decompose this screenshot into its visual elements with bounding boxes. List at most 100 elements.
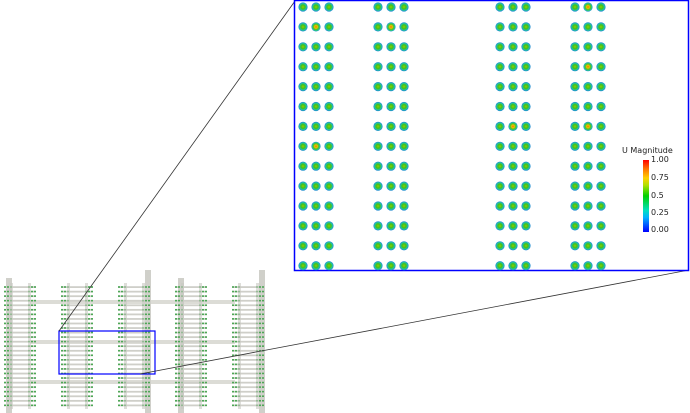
velocity-probe-dot xyxy=(583,2,593,12)
rail-rod xyxy=(232,354,264,357)
probe-point xyxy=(202,381,204,384)
zoomed-inset-frame xyxy=(293,0,690,272)
probe-point xyxy=(178,304,180,306)
probe-point xyxy=(205,304,207,306)
probe-point xyxy=(148,313,150,316)
velocity-probe-dot xyxy=(508,82,518,92)
probe-point xyxy=(31,377,33,379)
rail-rod xyxy=(4,299,36,302)
rail-rod xyxy=(175,354,207,357)
probe-point xyxy=(118,386,120,388)
velocity-probe-dot xyxy=(386,221,396,231)
rail-rod xyxy=(118,377,150,379)
velocity-probe-dot xyxy=(495,241,505,251)
probe-point xyxy=(88,386,90,388)
velocity-probe-dot xyxy=(508,161,518,171)
velocity-probe-dot xyxy=(596,42,606,52)
probe-point xyxy=(259,299,261,302)
probe-point xyxy=(259,336,261,338)
probe-point xyxy=(175,340,177,343)
rail-rod xyxy=(4,359,36,361)
cross-beam xyxy=(30,300,235,304)
rail-rod xyxy=(118,318,150,320)
probe-point xyxy=(232,377,234,379)
rail-rod xyxy=(118,390,150,393)
rail-rod xyxy=(61,404,93,407)
probe-point xyxy=(121,331,123,334)
probe-point xyxy=(262,318,264,320)
probe-point xyxy=(31,295,33,297)
velocity-probe-dot xyxy=(596,22,606,32)
group-stringer xyxy=(256,283,259,409)
probe-point xyxy=(259,327,261,329)
velocity-probe-dot xyxy=(521,42,531,52)
rail-rod xyxy=(4,304,36,307)
probe-point xyxy=(148,381,150,384)
probe-point xyxy=(202,377,204,379)
rail-rod xyxy=(175,299,207,302)
probe-point xyxy=(232,336,234,338)
probe-point xyxy=(31,340,33,343)
probe-point xyxy=(259,354,261,357)
velocity-probe-dot xyxy=(399,22,409,32)
probe-point xyxy=(145,331,147,334)
velocity-probe-dot xyxy=(583,261,593,271)
probe-point xyxy=(91,304,93,306)
probe-point xyxy=(145,299,147,302)
probe-point xyxy=(259,345,261,347)
probe-point xyxy=(61,299,63,302)
probe-point xyxy=(4,359,6,361)
probe-point xyxy=(31,359,33,361)
probe-point xyxy=(262,372,264,375)
probe-point xyxy=(88,354,90,357)
probe-point xyxy=(205,327,207,329)
probe-point xyxy=(61,318,63,320)
probe-point xyxy=(64,336,66,338)
probe-point xyxy=(91,299,93,302)
velocity-probe-dot xyxy=(324,241,334,251)
group-stringer xyxy=(28,283,31,409)
rail-rod xyxy=(118,331,150,334)
rail-rod xyxy=(61,359,93,361)
probe-point xyxy=(262,368,264,370)
probe-point xyxy=(4,340,6,343)
probe-point xyxy=(118,354,120,357)
velocity-probe-dot xyxy=(298,181,308,191)
probe-point xyxy=(175,399,177,402)
probe-point xyxy=(232,354,234,357)
probe-point xyxy=(34,386,36,388)
probe-point xyxy=(4,327,6,329)
probe-point xyxy=(88,331,90,334)
probe-point xyxy=(145,327,147,329)
probe-point xyxy=(202,331,204,334)
probe-point xyxy=(205,359,207,361)
probe-point xyxy=(64,386,66,388)
probe-point xyxy=(91,295,93,297)
probe-point xyxy=(61,368,63,370)
velocity-probe-dot xyxy=(311,181,321,191)
probe-point xyxy=(4,372,6,375)
probe-point xyxy=(64,286,66,288)
probe-point xyxy=(235,363,237,366)
velocity-probe-dot xyxy=(495,141,505,151)
velocity-probe-dot xyxy=(386,121,396,131)
probe-point xyxy=(178,372,180,375)
probe-point xyxy=(64,390,66,393)
velocity-probe-dot xyxy=(521,221,531,231)
probe-point xyxy=(91,381,93,384)
probe-point xyxy=(202,304,204,306)
probe-point xyxy=(61,377,63,379)
probe-point xyxy=(148,304,150,306)
probe-point xyxy=(175,336,177,338)
rail-rod xyxy=(118,327,150,329)
probe-point xyxy=(91,308,93,311)
probe-point xyxy=(145,286,147,288)
probe-point xyxy=(259,395,261,397)
rail-rod xyxy=(232,322,264,325)
probe-point xyxy=(205,295,207,297)
probe-point xyxy=(4,354,6,357)
probe-point xyxy=(262,390,264,393)
probe-point xyxy=(34,340,36,343)
probe-point xyxy=(4,399,6,402)
probe-point xyxy=(202,349,204,352)
